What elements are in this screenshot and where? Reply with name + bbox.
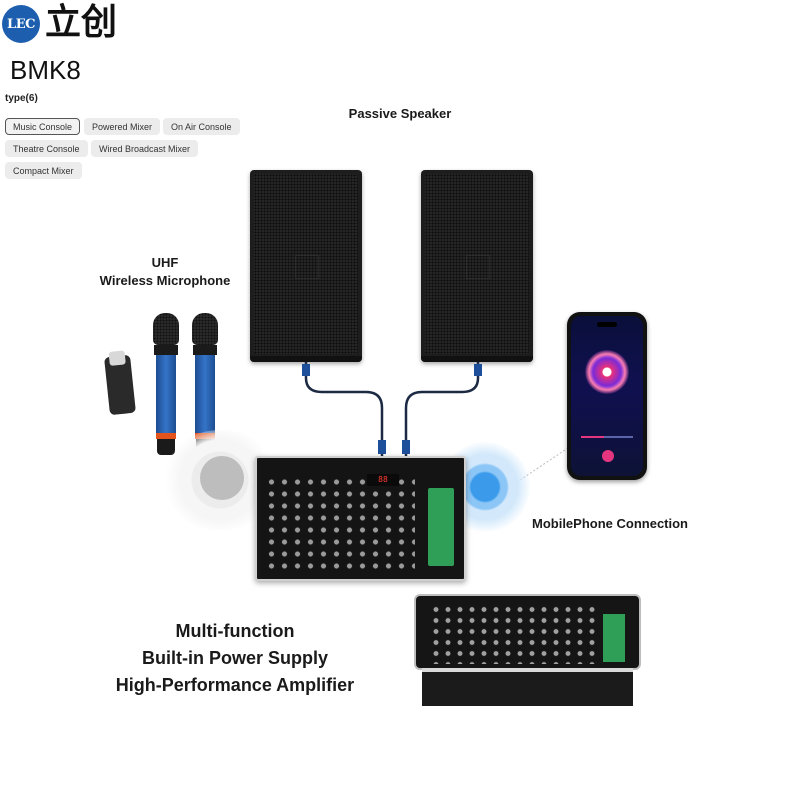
wireless-signal-ripple bbox=[160, 430, 280, 530]
type-chip-wired-broadcast-mixer[interactable]: Wired Broadcast Mixer bbox=[91, 140, 199, 157]
wireless-signal-center bbox=[200, 456, 244, 500]
feature-line-2: Built-in Power Supply bbox=[141, 648, 328, 668]
mixer-front-view bbox=[414, 594, 641, 706]
mobile-phone bbox=[567, 312, 647, 480]
uhf-heading-line1: UHF bbox=[151, 255, 179, 270]
type-filter-label: type(6) bbox=[5, 93, 38, 104]
type-chip-compact-mixer[interactable]: Compact Mixer bbox=[5, 162, 82, 179]
type-chip-theatre-console[interactable]: Theatre Console bbox=[5, 140, 88, 157]
mixer-top-view: 88 bbox=[255, 456, 466, 581]
wireless-receiver bbox=[104, 350, 136, 416]
type-chip-on-air-console[interactable]: On Air Console bbox=[163, 118, 240, 135]
uhf-heading-line2: Wireless Microphone bbox=[99, 273, 231, 288]
product-model: BMK8 bbox=[10, 55, 81, 85]
bluetooth-signal-ripple bbox=[440, 442, 530, 532]
feature-line-1: Multi-function bbox=[175, 621, 295, 641]
wireless-microphone-2 bbox=[192, 313, 218, 455]
passive-speaker-heading: Passive Speaker bbox=[348, 106, 452, 121]
features-heading: Multi-function Built-in Power Supply Hig… bbox=[80, 618, 390, 699]
type-chip-powered-mixer[interactable]: Powered Mixer bbox=[84, 118, 161, 135]
brand-name: 立创 bbox=[45, 2, 118, 43]
right-speaker bbox=[421, 170, 533, 362]
mobile-connection-heading: MobilePhone Connection bbox=[532, 516, 688, 531]
type-chip-music-console[interactable]: Music Console bbox=[5, 118, 81, 135]
uhf-heading: UHF Wireless Microphone bbox=[70, 254, 260, 290]
brand-logo-badge: LEC bbox=[2, 5, 40, 43]
left-speaker bbox=[250, 170, 362, 362]
feature-line-3: High-Performance Amplifier bbox=[115, 675, 355, 695]
wireless-microphone-1 bbox=[153, 313, 179, 455]
